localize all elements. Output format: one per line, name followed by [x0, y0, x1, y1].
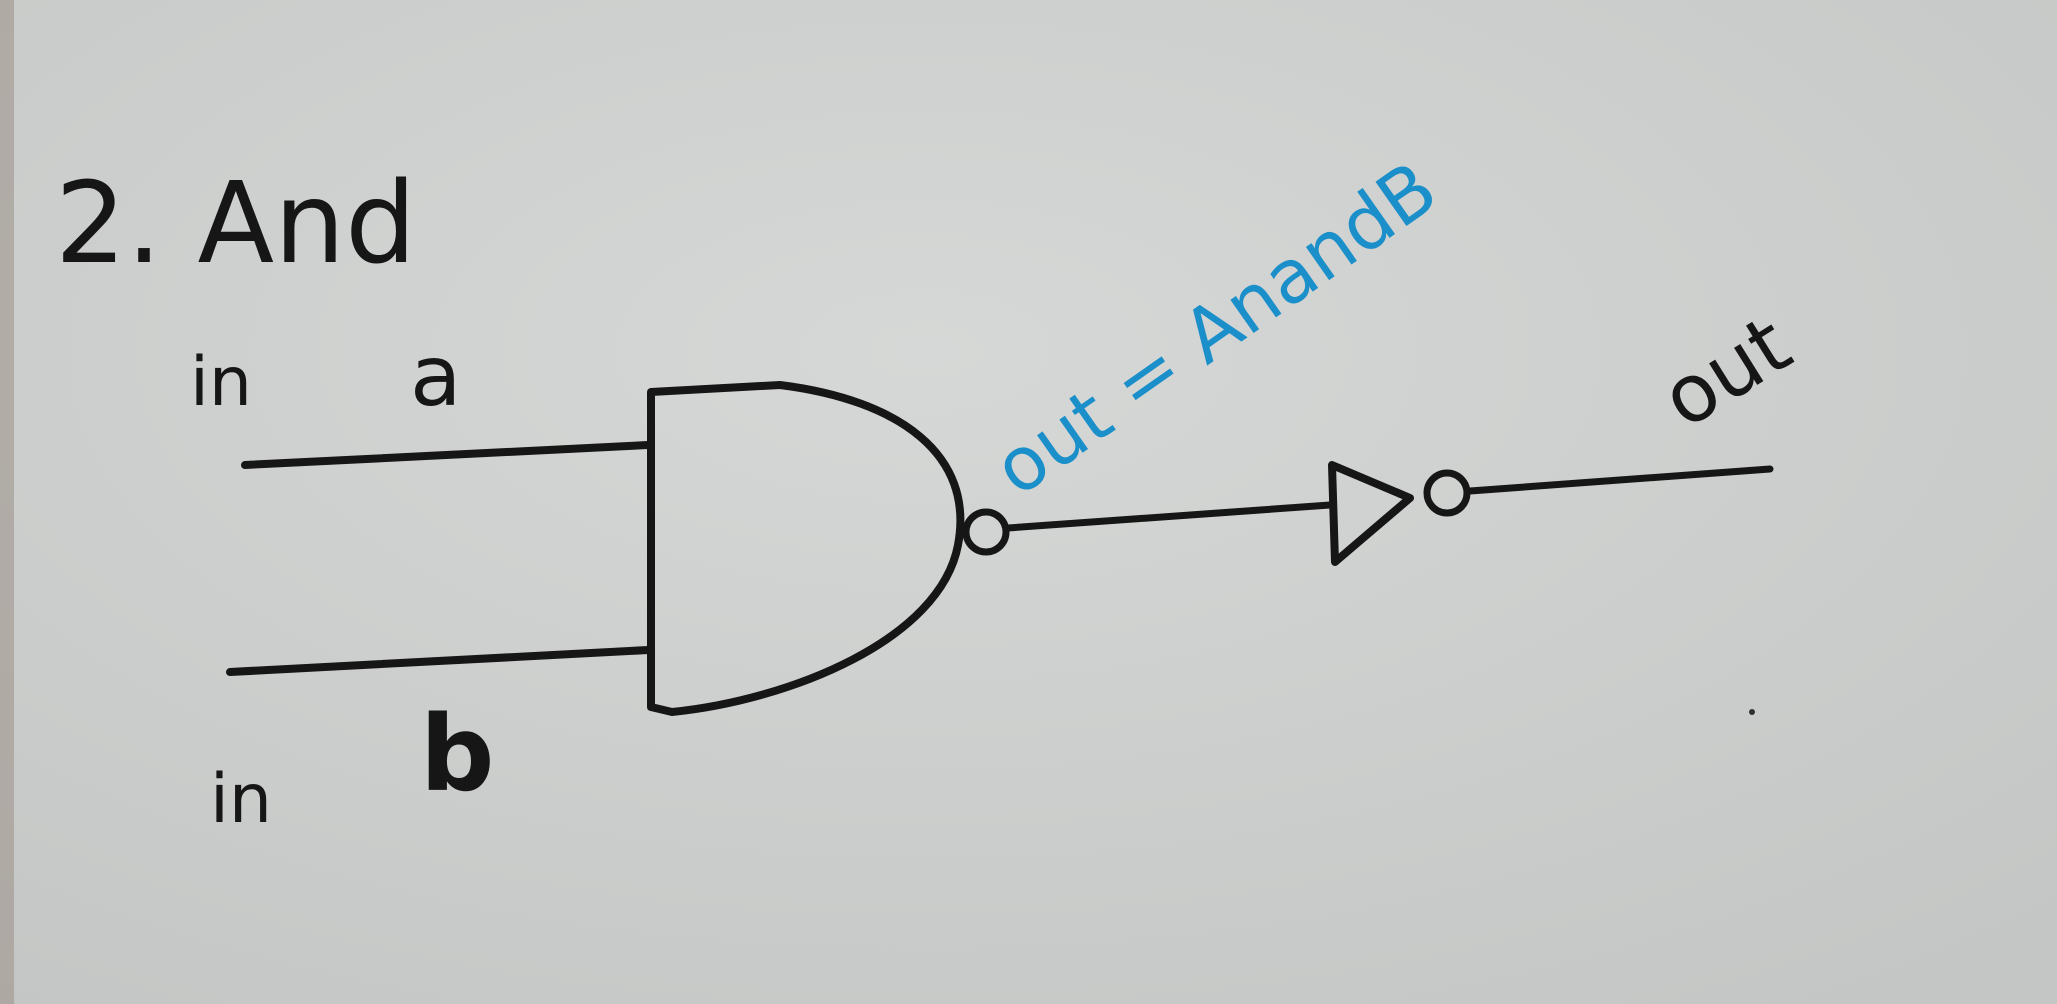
input-a-name: a: [410, 327, 461, 425]
input-b-wire: [226, 646, 652, 676]
input-a-prefix: in: [190, 343, 252, 422]
final-output-wire: [1466, 465, 1774, 495]
nand-gate-bubble: [962, 508, 1010, 556]
heading: 2. And: [55, 159, 416, 289]
nand-output-wire: [1004, 501, 1334, 532]
input-a-wire: [241, 441, 652, 469]
inverter-bubble: [1423, 469, 1471, 517]
ink-dot: [1749, 709, 1755, 715]
inverter-triangle: [1328, 461, 1414, 566]
paper-edge: [0, 0, 14, 1004]
input-b-prefix: in: [210, 760, 272, 839]
input-b-name: b: [420, 693, 494, 815]
nand-gate-body: [647, 381, 965, 716]
